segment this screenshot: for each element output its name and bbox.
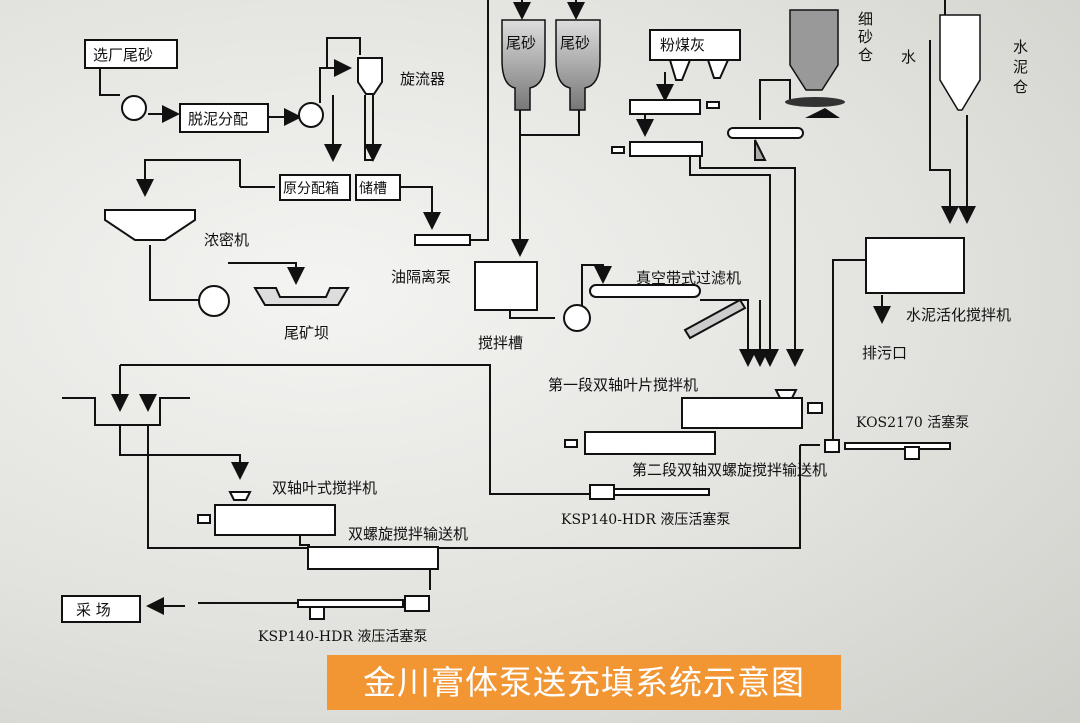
label-ksp-pump-1: KSP140-HDR 液压活塞泵 xyxy=(561,511,730,528)
agitator-tank xyxy=(474,261,538,311)
label-fine-sand-bin: 细 砂 仓 xyxy=(858,10,878,64)
cement-mixer-box xyxy=(865,237,965,294)
label-fly-ash: 粉煤灰 xyxy=(660,36,705,54)
cement-char-2: 泥 xyxy=(1013,58,1028,76)
label-vacuum-filter: 真空带式过滤机 xyxy=(636,269,741,287)
storage-box xyxy=(355,174,401,201)
label-drain: 排污口 xyxy=(862,344,907,362)
desliming-box xyxy=(179,103,269,133)
bins xyxy=(501,9,981,118)
stope-box xyxy=(61,595,141,623)
label-kos-pump: KOS2170 活塞泵 xyxy=(856,414,969,431)
label-cement-mixer: 水泥活化搅拌机 xyxy=(906,306,1011,324)
caption-banner xyxy=(327,655,841,710)
label-sand-bin-1: 尾砂 xyxy=(506,34,536,52)
tailings-box xyxy=(84,39,178,69)
label-ksp-pump-2: KSP140-HDR 液压活塞泵 xyxy=(258,628,427,645)
label-oil-pump: 油隔离泵 xyxy=(391,268,451,286)
label-storage: 储槽 xyxy=(359,181,387,197)
fly-ash-box xyxy=(649,29,741,61)
label-twin-shaft-mixer: 双轴叶式搅拌机 xyxy=(272,479,377,497)
label-agitator-tank: 搅拌槽 xyxy=(478,334,523,352)
label-desliming: 脱泥分配 xyxy=(188,110,248,128)
equipment xyxy=(61,29,965,623)
label-water: 水 xyxy=(901,48,916,66)
label-cement-bin: 水 泥 仓 xyxy=(1013,38,1033,96)
label-tailings-dam: 尾矿坝 xyxy=(284,324,329,342)
fine-sand-char-2: 砂 xyxy=(858,28,873,46)
primary-box xyxy=(279,174,351,201)
label-primary-box: 原分配箱 xyxy=(283,181,339,197)
cement-char-3: 仓 xyxy=(1013,78,1028,96)
diagram-caption: 金川膏体泵送充填系统示意图 xyxy=(363,663,805,702)
label-stage1-mixer: 第一段双轴叶片搅拌机 xyxy=(548,376,698,394)
fine-sand-char-3: 仓 xyxy=(858,46,873,64)
label-cyclone: 旋流器 xyxy=(400,70,445,88)
label-stage2-mixer: 第二段双轴双螺旋搅拌输送机 xyxy=(632,461,827,479)
label-thickener: 浓密机 xyxy=(204,231,249,249)
label-tailings: 选厂尾砂 xyxy=(93,46,153,64)
label-stope: 采 场 xyxy=(76,601,111,619)
labels: 选厂尾砂 脱泥分配 旋流器 原分配箱 储槽 浓密机 油隔离泵 尾矿坝 尾砂 尾砂… xyxy=(76,34,1011,645)
fine-sand-char-1: 细 xyxy=(858,10,873,28)
vertical-labels: 细 砂 仓 水 泥 仓 xyxy=(858,10,1033,96)
label-screw-conveyor: 双螺旋搅拌输送机 xyxy=(348,525,468,543)
cement-char-1: 水 xyxy=(1013,38,1028,56)
label-sand-bin-2: 尾砂 xyxy=(560,34,590,52)
